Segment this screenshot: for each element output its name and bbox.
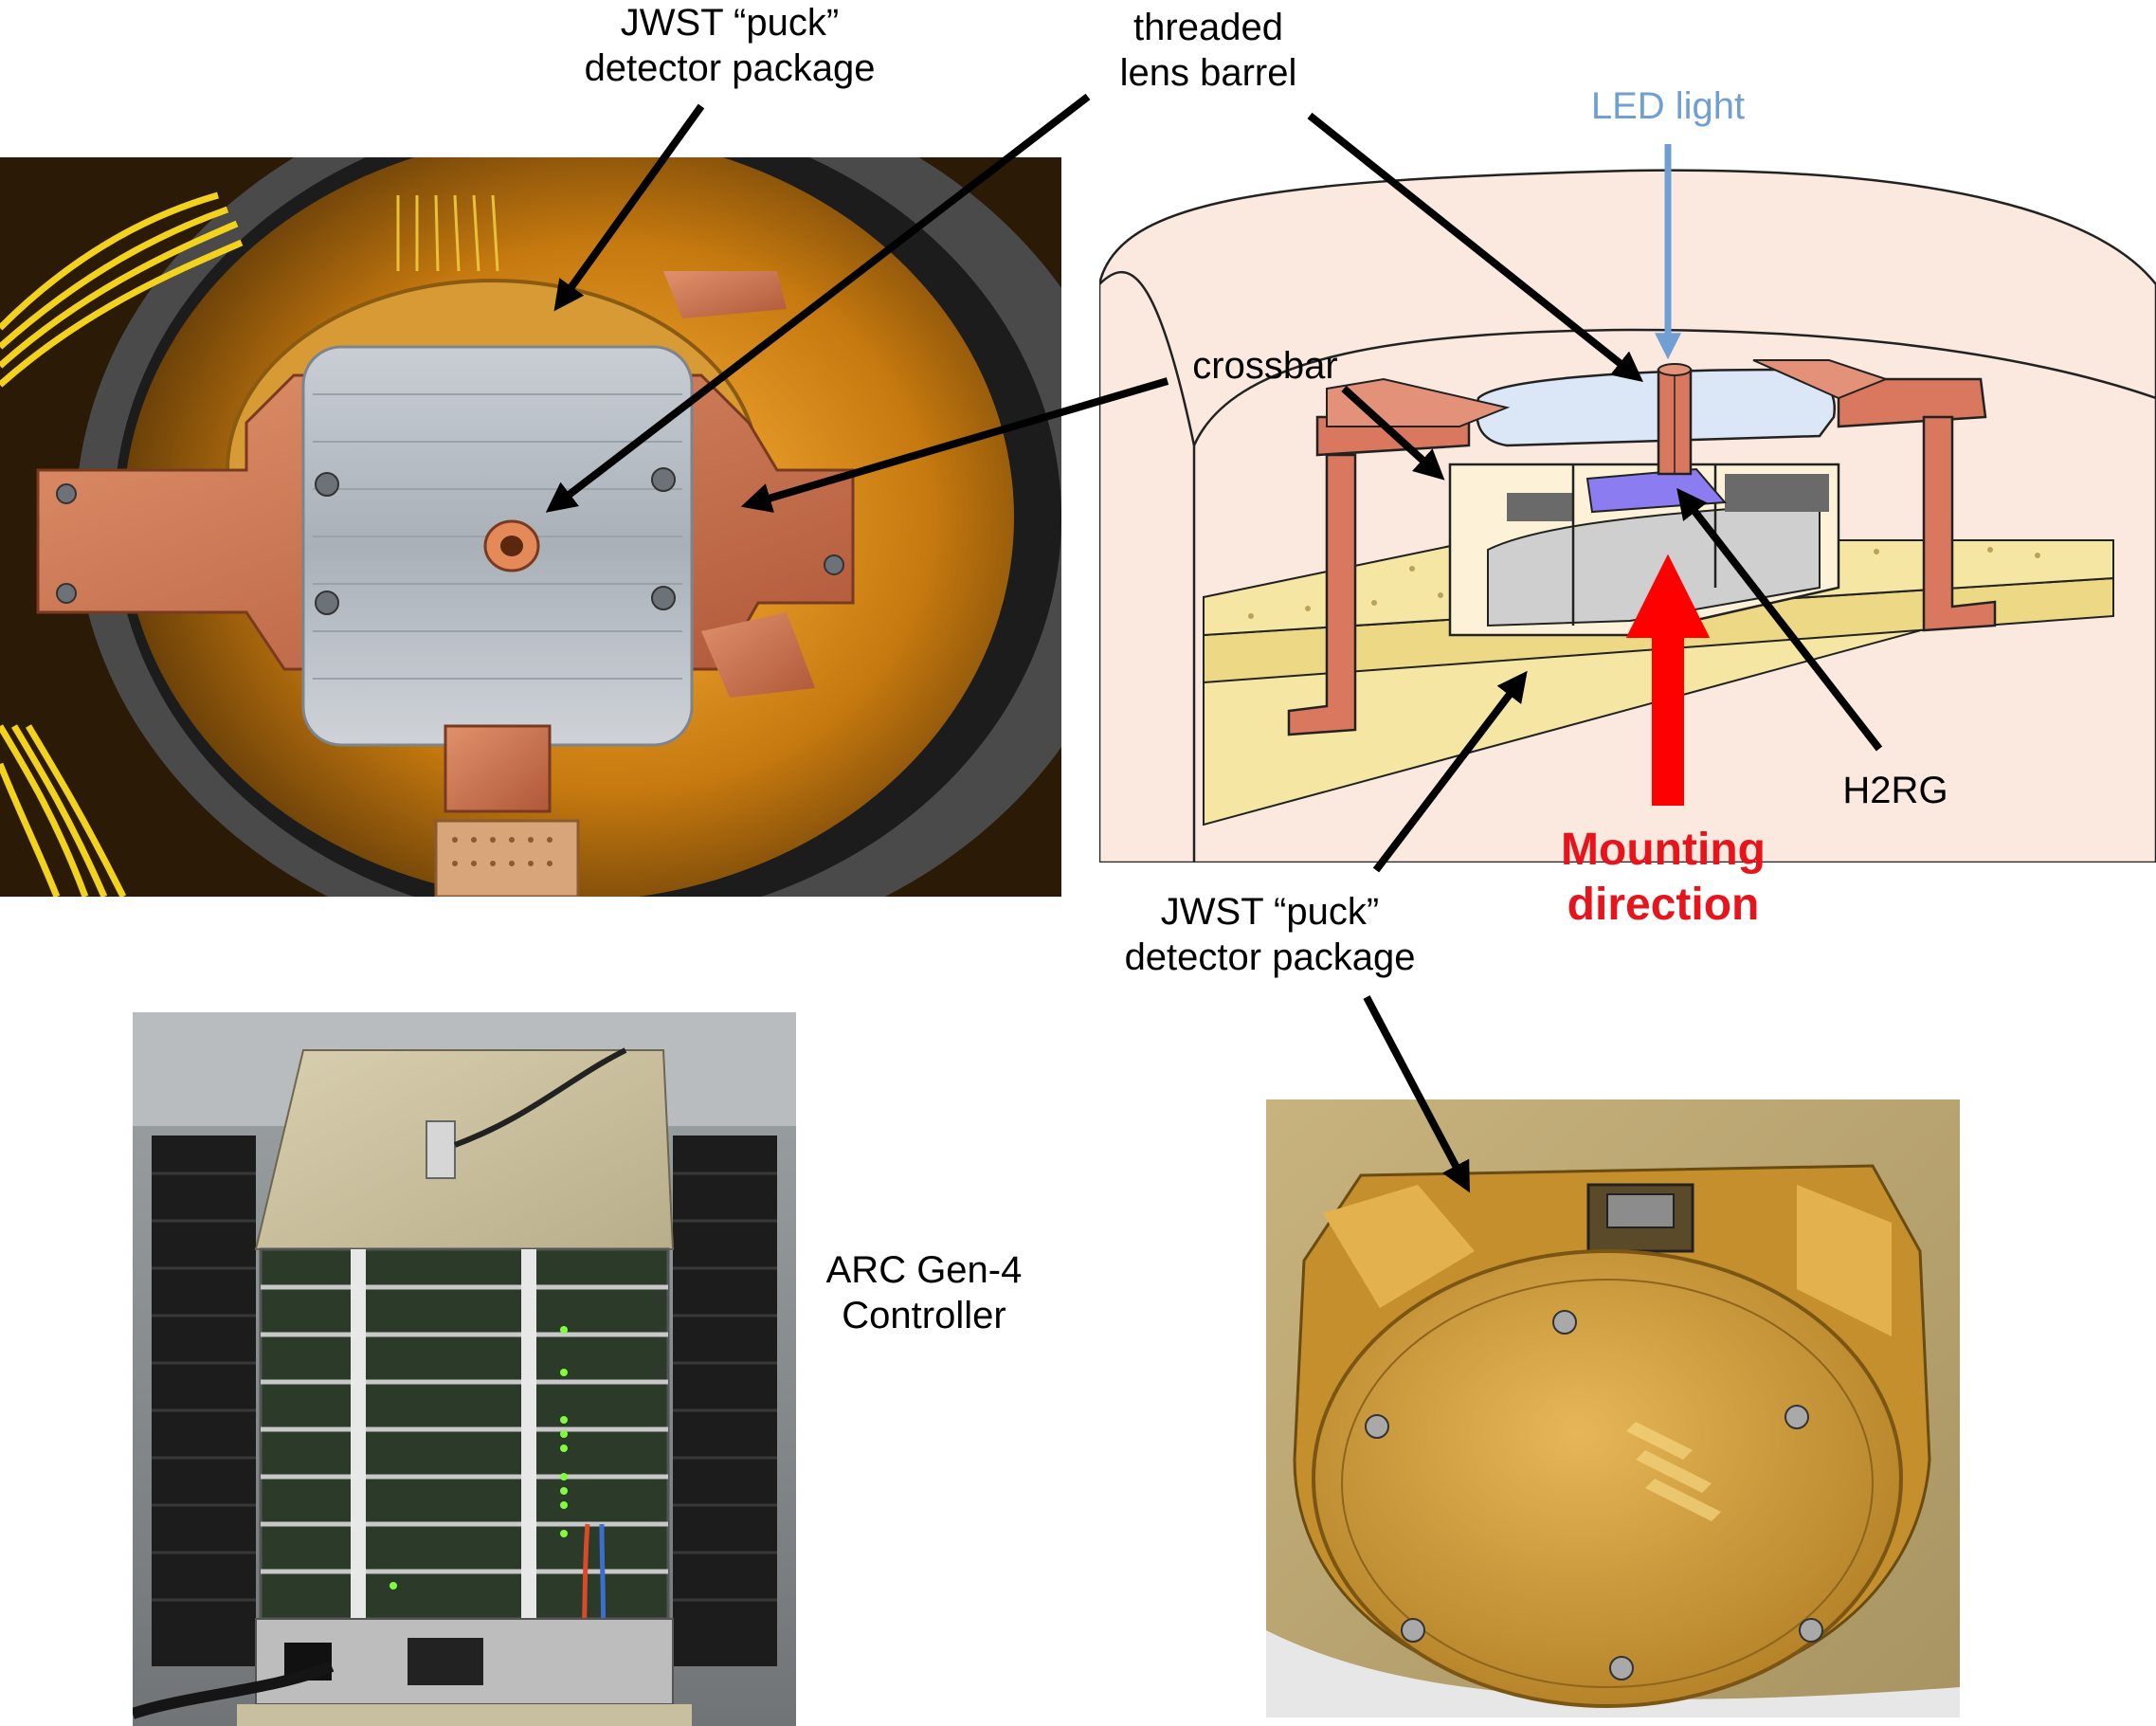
arrow-jwst-puck-photo [1363, 995, 1470, 1193]
arrow-h2rg [1676, 487, 1883, 752]
label-jwst-puck-bottom: JWST “puck” detector package [1071, 889, 1469, 980]
label-led-light: LED light [1590, 85, 1746, 127]
cryostat-photo [0, 157, 1061, 897]
label-line: JWST “puck” [620, 2, 840, 44]
arrow-crossbar-cad [1341, 386, 1445, 481]
jwst-puck-photo [1266, 1099, 1960, 1717]
label-jwst-puck-top: JWST “puck” detector package [531, 0, 929, 91]
arrow-jwst-puck-top [553, 103, 705, 312]
label-line: JWST “puck” [1160, 891, 1380, 933]
label-threaded-lens-barrel: threaded lens barrel [1061, 5, 1355, 96]
label-line: detector package [584, 47, 876, 89]
label-h2rg: H2RG [1842, 770, 1948, 811]
label-mounting-direction: Mounting direction [1516, 823, 1810, 932]
label-line: Controller [842, 1295, 1006, 1336]
arrow-crossbar-photo [740, 377, 1169, 513]
arc-controller-photo [133, 1012, 796, 1726]
label-line: Mounting [1561, 825, 1766, 875]
label-line: detector package [1124, 936, 1416, 978]
label-arc-controller: ARC Gen-4 Controller [796, 1247, 1052, 1338]
cad-cutaway-diagram [1099, 142, 2156, 863]
label-line: lens barrel [1119, 52, 1297, 94]
arrow-lens-barrel-photo [545, 93, 1091, 513]
label-line: direction [1567, 879, 1760, 930]
label-line: ARC Gen-4 [825, 1249, 1023, 1291]
label-line: threaded [1133, 7, 1283, 48]
arrow-lens-barrel-cad [1307, 112, 1644, 382]
label-crossbar: crossbar [1192, 345, 1338, 387]
arrow-jwst-puck-cad [1372, 670, 1528, 873]
